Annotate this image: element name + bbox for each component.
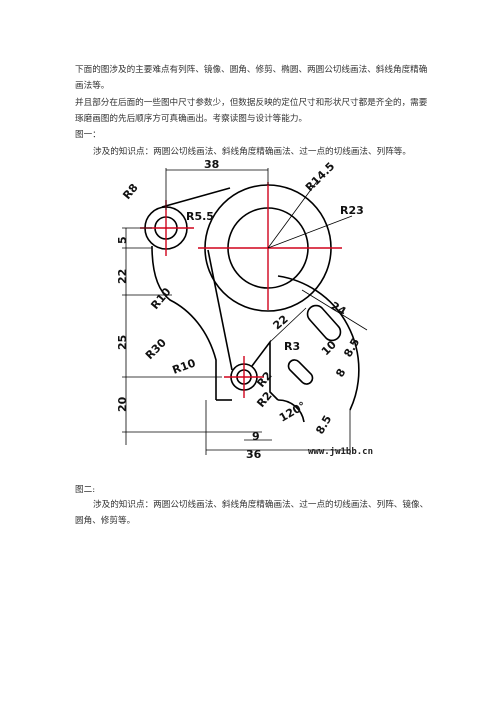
dim-r23: R23 (340, 204, 364, 217)
dim-8-5-upper: 8.5 (341, 336, 362, 359)
figure-2-label: 图二: (75, 485, 96, 495)
dim-38: 38 (204, 160, 219, 171)
dim-9: 9 (252, 430, 260, 443)
watermark: www.jw1bb.cn (308, 446, 373, 457)
dim-8: 8 (333, 366, 348, 379)
dim-36: 36 (246, 448, 262, 461)
dim-5: 5 (116, 236, 129, 244)
dim-25: 25 (116, 335, 129, 350)
dim-r8: R8 (120, 181, 140, 202)
dim-r10-lower: R10 (171, 356, 198, 376)
cad-drawing-figure-1: 38 R14.5 R23 R8 R5.5 5 22 R10 25 R30 R10… (116, 160, 373, 461)
part-outline (144, 184, 360, 423)
dim-r2-lower: R2 (254, 389, 274, 410)
dim-r2-upper: R2 (254, 369, 274, 390)
dim-8-5-lower: 8.5 (313, 413, 334, 436)
dimension-lines (122, 168, 368, 455)
figure-1-knowledge-points: 涉及的知识点：两圆公切线画法、斜线角度精确画法、过一点的切线画法、列阵等。 (93, 147, 411, 157)
dim-22-angled: 22 (271, 312, 291, 332)
dim-r30: R30 (143, 336, 169, 362)
figure-2-knowledge-points: 涉及的知识点：两圆公切线画法、斜线角度精确画法、过一点的切线画法、列阵、镜像、圆… (75, 500, 429, 526)
figure-1-label: 图一： (75, 130, 101, 140)
dim-r5-5: R5.5 (186, 210, 214, 223)
dim-r10-upper: R10 (148, 285, 173, 312)
dim-r14-5: R14.5 (303, 160, 337, 194)
dim-22-vertical: 22 (116, 269, 129, 284)
dim-20: 20 (116, 396, 129, 412)
intro-paragraph: 下面的图涉及的主要难点有列阵、镜像、圆角、修剪、椭圆、两圆公切线画法、斜线角度精… (75, 65, 428, 91)
dim-r3: R3 (284, 340, 300, 353)
dim-10: 10 (319, 338, 339, 358)
note-paragraph: 并且部分在后面的一些图中尺寸参数少，但数据反映的定位尺寸和形状尺寸都是齐全的，需… (75, 98, 428, 124)
